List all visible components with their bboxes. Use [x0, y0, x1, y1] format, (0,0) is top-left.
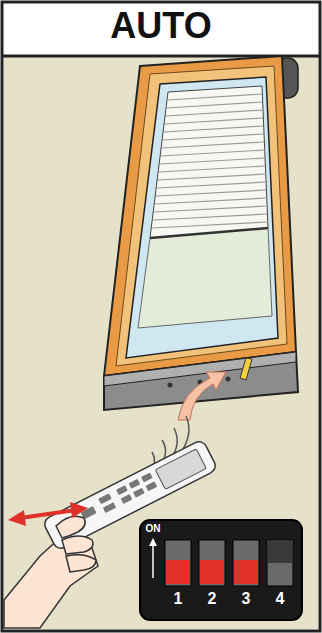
roof-window: [104, 56, 298, 420]
switch-number: 3: [236, 591, 256, 607]
background-panel: [4, 56, 318, 629]
switch-on-label: ON: [143, 524, 163, 534]
heading: AUTO: [0, 8, 322, 44]
switch-number: 4: [270, 591, 290, 607]
dip-switch: [140, 520, 302, 620]
switch-number: 2: [202, 591, 222, 607]
switch-number: 1: [168, 591, 188, 607]
